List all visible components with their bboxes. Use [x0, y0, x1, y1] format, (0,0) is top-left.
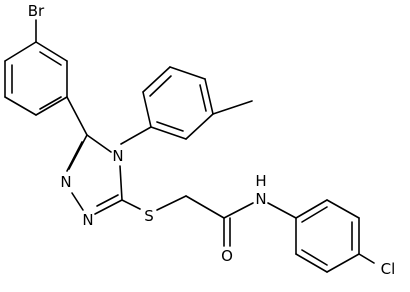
bond — [142, 66, 171, 93]
bond — [223, 202, 254, 219]
bond — [156, 195, 187, 211]
bond — [71, 192, 84, 211]
bond — [35, 41, 68, 62]
atom-label-n4: N — [112, 147, 123, 165]
bond — [326, 253, 360, 273]
bond-inner — [39, 96, 62, 110]
atom-label-s: S — [144, 207, 154, 225]
atom-label-cl: Cl — [381, 260, 396, 278]
bond — [120, 126, 152, 145]
bond-inner — [149, 75, 172, 97]
bond-inner — [156, 121, 184, 132]
bond-inner — [66, 141, 83, 172]
bond — [121, 199, 141, 210]
bond — [35, 96, 68, 116]
atom-label-n2: N — [82, 211, 93, 229]
atom-label-o: O — [221, 247, 233, 265]
bond-c-cl — [358, 253, 375, 264]
bond — [4, 96, 37, 116]
bond — [119, 165, 123, 201]
bond — [185, 113, 214, 140]
bond — [86, 134, 112, 153]
bond-inner — [199, 84, 207, 112]
bond — [326, 199, 360, 219]
bond-inner — [96, 194, 119, 207]
atom-label-n1: N — [60, 173, 71, 191]
atom-label-nh-n: N — [255, 190, 266, 208]
bond-methyl — [212, 100, 253, 115]
bond — [142, 91, 152, 128]
bonds — [4, 19, 375, 273]
atom-label-nh-h: H — [255, 172, 266, 190]
bond — [150, 126, 187, 140]
bond — [169, 66, 206, 80]
bond — [94, 199, 123, 215]
bond — [66, 96, 88, 136]
bond — [204, 78, 214, 115]
bond — [295, 199, 328, 219]
bond-inner — [39, 51, 62, 66]
bond-inner — [301, 206, 328, 223]
atom-label-br: Br — [28, 2, 45, 20]
bond — [295, 253, 328, 273]
bond — [68, 134, 88, 170]
bond — [185, 195, 225, 219]
bond-inner — [301, 249, 328, 266]
atom-labels: Br N N N S O H N Cl — [28, 2, 396, 278]
bond — [267, 202, 297, 219]
bond — [4, 41, 37, 62]
